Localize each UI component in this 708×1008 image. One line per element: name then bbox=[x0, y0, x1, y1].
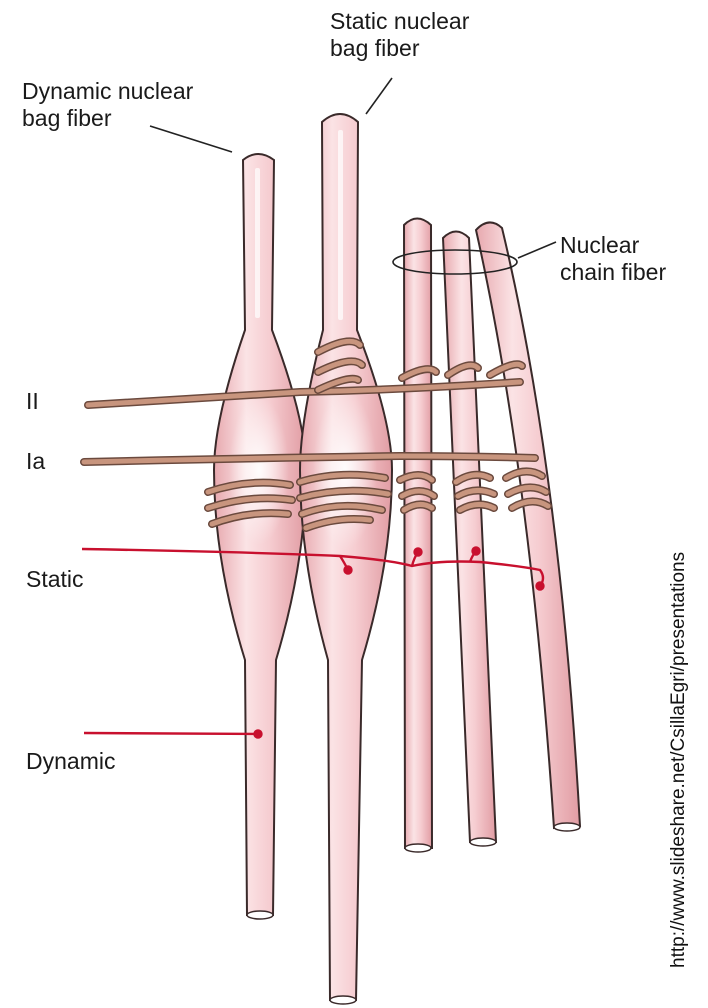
group-Ia-label: Ia bbox=[26, 448, 45, 475]
chain-fiber-leader-line bbox=[518, 242, 556, 258]
group-II-label: II bbox=[26, 388, 39, 415]
dynamic-gamma-efferent bbox=[84, 731, 262, 738]
static-bag-label-line1: Static nuclear bbox=[330, 8, 469, 35]
nuclear-chain-label: Nuclear chain fiber bbox=[560, 232, 666, 286]
nuclear-chain-fiber-2 bbox=[443, 232, 496, 847]
nuclear-chain-label-line1: Nuclear bbox=[560, 232, 666, 259]
source-credit: http://www.slideshare.net/CsillaEgri/pre… bbox=[668, 552, 690, 968]
dynamic-bag-label-line2: bag fiber bbox=[22, 105, 193, 132]
nuclear-chain-label-line2: chain fiber bbox=[560, 259, 666, 286]
static-input-label: Static bbox=[26, 566, 84, 593]
dynamic-bag-label-line1: Dynamic nuclear bbox=[22, 78, 193, 105]
dynamic-nuclear-bag-fiber bbox=[214, 154, 306, 919]
static-bag-leader-line bbox=[366, 78, 392, 114]
dynamic-input-label: Dynamic bbox=[26, 748, 115, 775]
nuclear-chain-fiber-1 bbox=[404, 219, 432, 853]
static-bag-label-line2: bag fiber bbox=[330, 35, 469, 62]
dynamic-bag-label: Dynamic nuclear bag fiber bbox=[22, 78, 193, 132]
static-bag-label: Static nuclear bag fiber bbox=[330, 8, 469, 62]
